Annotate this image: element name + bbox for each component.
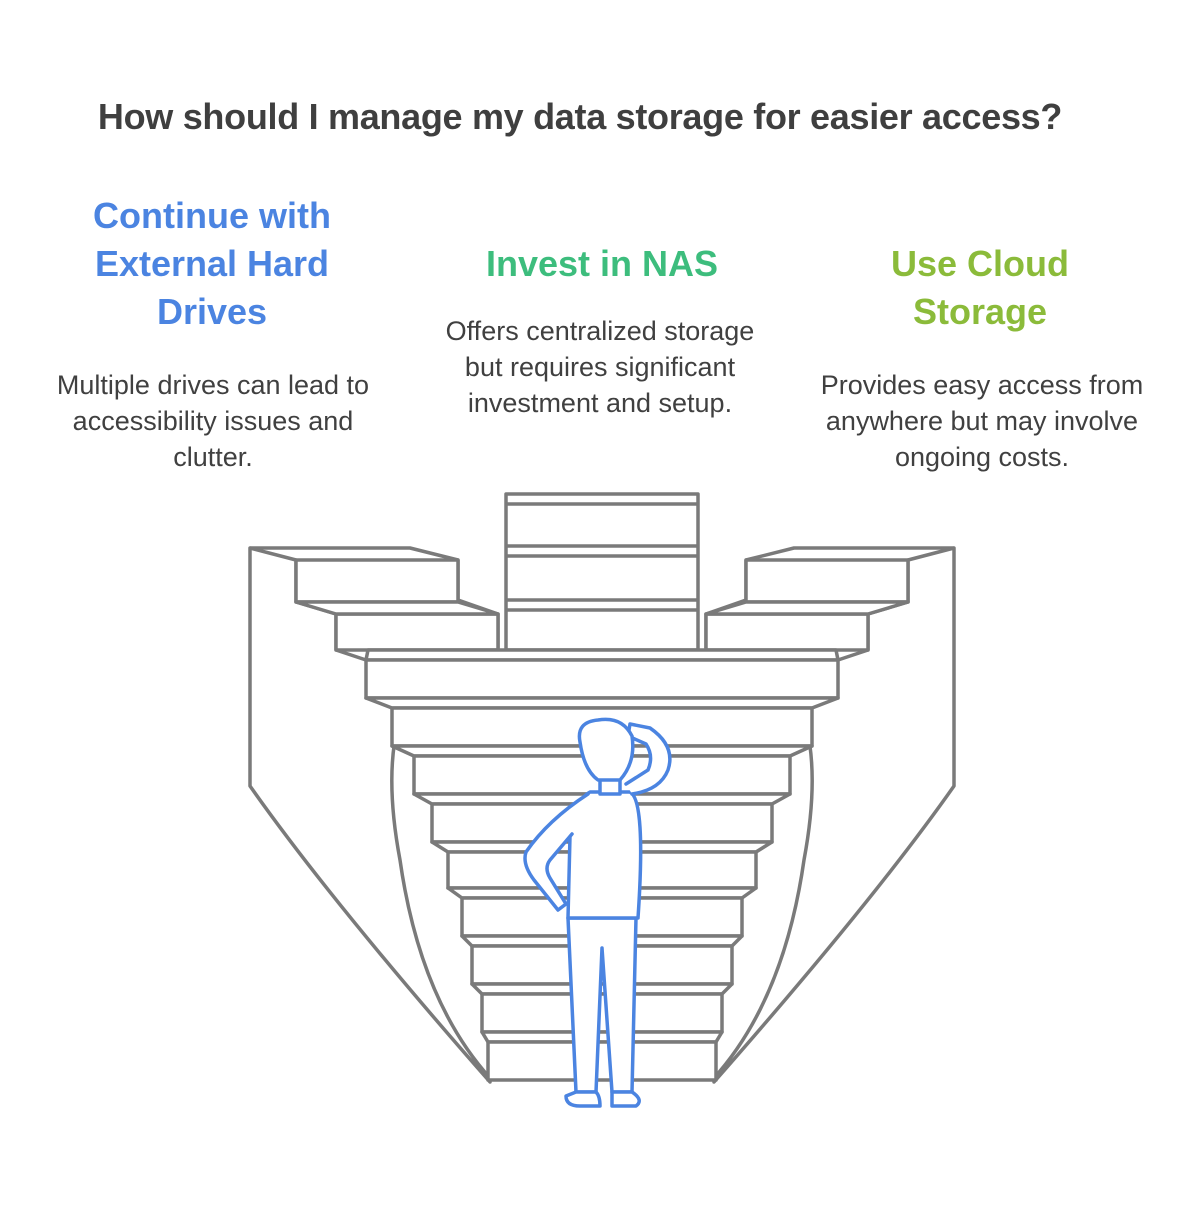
center-tower [504,492,700,652]
option-title-external-drives: Continue with External Hard Drives [93,195,331,332]
option-description-cloud-storage: Provides easy access from anywhere but m… [820,370,1144,472]
option-title-cloud-storage: Use Cloud Storage [890,243,1069,332]
left-shoe [564,1090,602,1108]
left-arm [523,792,590,912]
step-face [486,1040,718,1082]
thinking-person-icon [523,717,672,1108]
right-shoe [610,1090,641,1108]
right-step-1 [744,558,910,604]
right-arm [624,722,672,796]
right-step-top [704,600,910,616]
stairs-icon [248,492,956,1084]
option-title-nas: Invest in NAS [485,243,719,284]
head [577,717,635,782]
center-steps [364,648,840,1082]
left-step-top [294,600,500,616]
step-face [364,658,840,700]
option-description-external-drives: Multiple drives can lead to accessibilit… [56,370,370,472]
option-description-nas: Offers centralized storage but requires … [445,316,755,418]
step-face [480,992,724,1034]
page-title: How should I manage my data storage for … [97,96,1063,137]
right-step-2 [704,612,870,652]
left-step-2 [334,612,500,652]
left-step-1 [294,558,460,604]
